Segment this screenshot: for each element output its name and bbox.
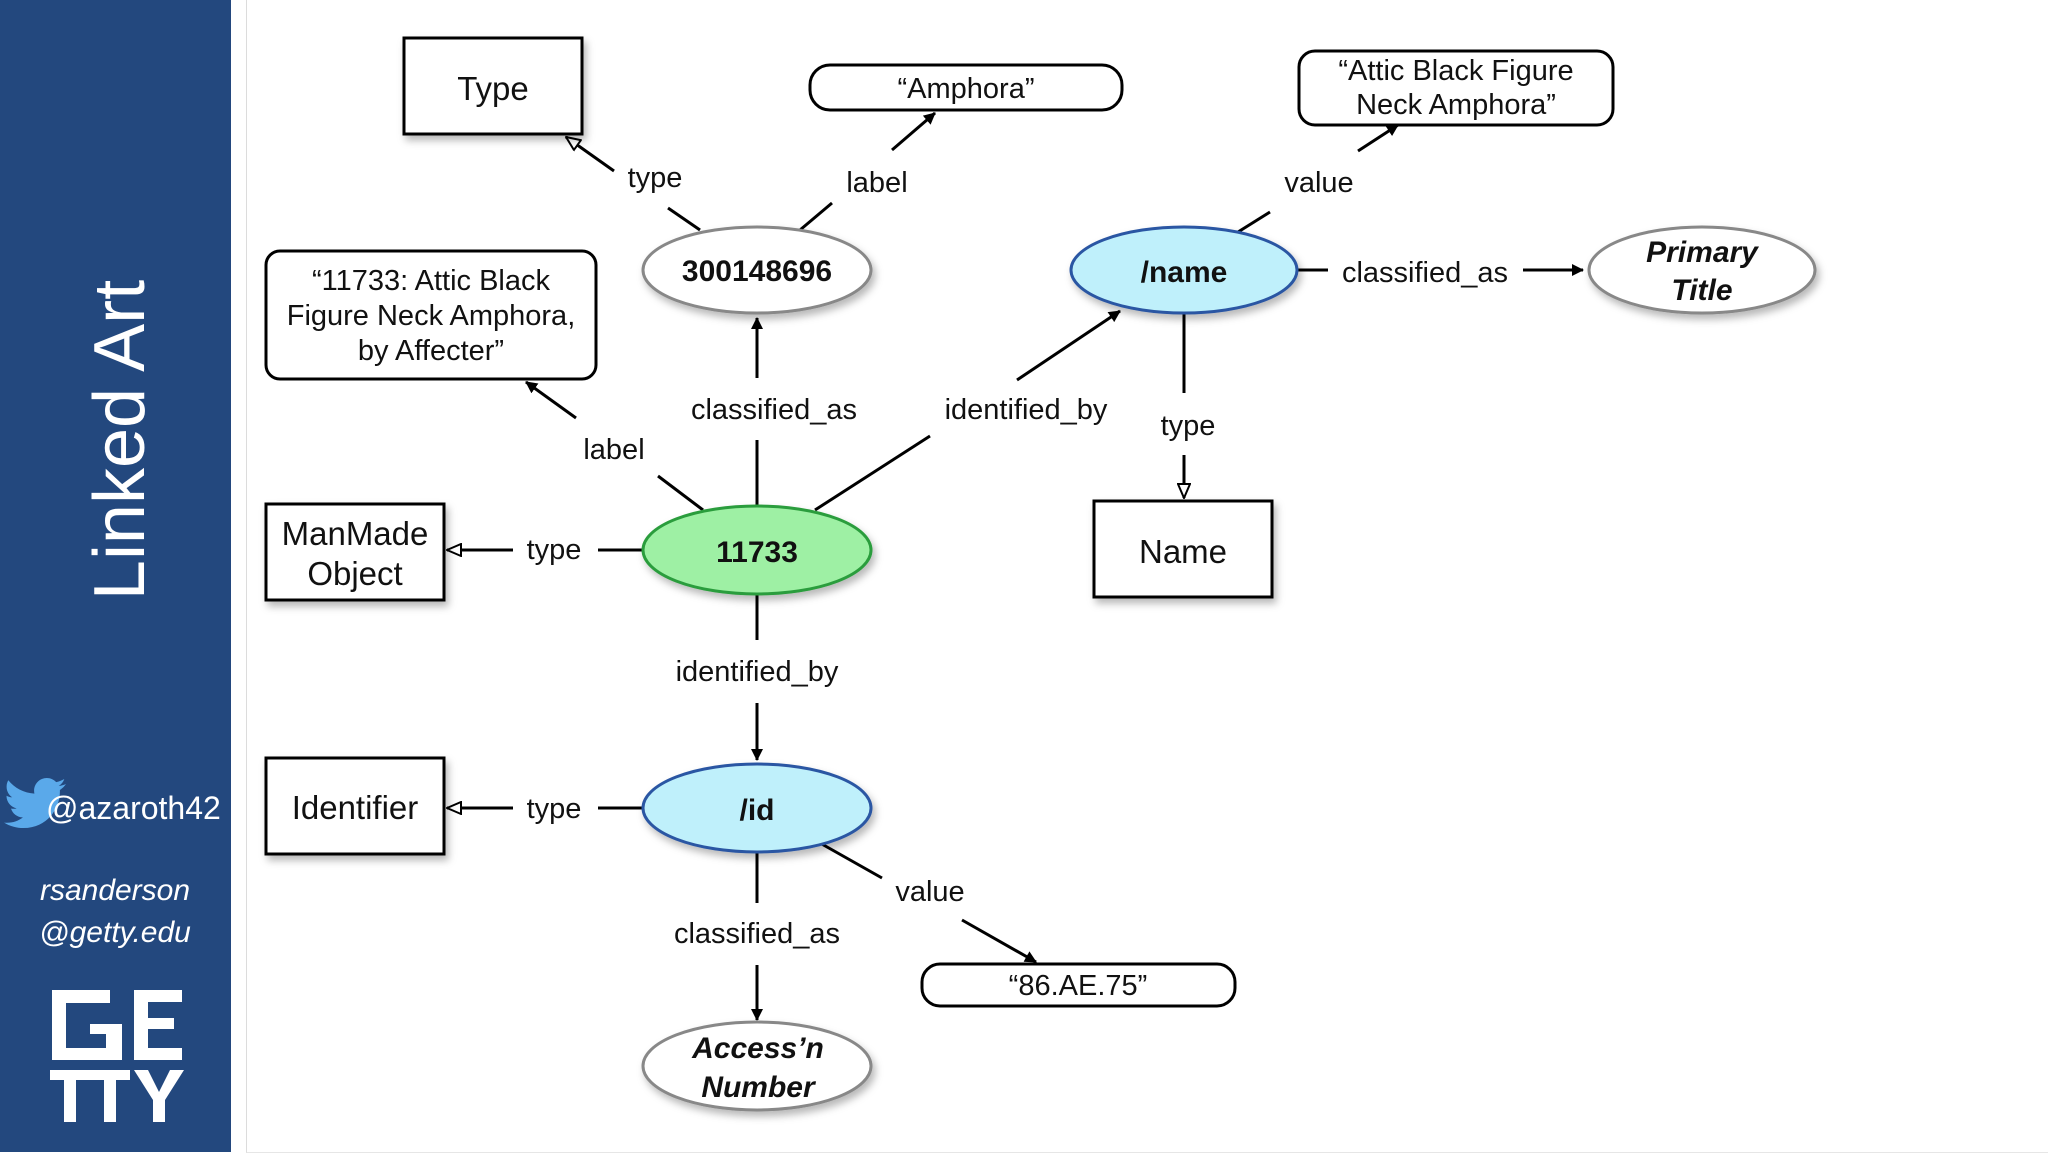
literal-box-accession (920, 962, 1237, 1008)
edge-label-classified-as: classified_as (674, 918, 840, 950)
edge-line (799, 201, 833, 232)
class-box-name (1092, 499, 1274, 599)
node-id (641, 762, 873, 854)
literal-box-title (1297, 49, 1615, 127)
literal-box-label (264, 249, 598, 381)
edge-arrow (891, 111, 936, 152)
class-box-identifier (264, 756, 446, 856)
edge-label-value: value (895, 876, 964, 908)
node-accession-label: Access’n (691, 1032, 824, 1065)
node-accession-label: Number (701, 1071, 817, 1104)
node-id-label: /id (740, 794, 775, 827)
edge-label-value: value (1284, 167, 1353, 199)
node-name (1069, 225, 1299, 315)
class-box-type (402, 36, 584, 136)
literal-label: Figure Neck Amphora, (287, 300, 576, 332)
edge-label-identified-by: identified_by (945, 394, 1108, 426)
node-primary-title-label: Title (1671, 274, 1732, 307)
node-11733 (641, 504, 873, 596)
literal-accession: “86.AE.75” (1009, 970, 1148, 1002)
edge-label-type: type (527, 793, 582, 825)
edge-label-type: type (628, 162, 683, 194)
sidebar: Linked Art @azaroth42 rsanderson @getty.… (0, 0, 231, 1152)
edge-line (1237, 210, 1271, 234)
twitter-bird-icon (4, 778, 67, 828)
edge-line (657, 474, 704, 512)
author-name: rsanderson (39, 874, 191, 907)
edge-line (819, 841, 883, 880)
edge-arrow (566, 137, 615, 173)
edge-label-type: type (527, 534, 582, 566)
class-name-label: Name (1139, 533, 1227, 570)
node-primary-title (1587, 225, 1817, 315)
node-primary-title-label: Primary (1646, 236, 1759, 269)
edge-label-classified-as: classified_as (1342, 257, 1508, 289)
edge-label-label: label (583, 434, 644, 466)
class-box-manmade-object (264, 502, 446, 602)
literal-title: “Attic Black Figure (1338, 55, 1573, 87)
class-type-label: Type (457, 70, 529, 107)
edge-arrow (1016, 309, 1121, 382)
edge-arrow (525, 380, 577, 420)
literal-title: Neck Amphora” (1356, 89, 1556, 121)
edge-label-identified-by: identified_by (676, 656, 839, 688)
edge-label-type: type (1161, 410, 1216, 442)
node-300148696 (641, 225, 873, 315)
literal-box-amphora (808, 63, 1124, 112)
author-email: @getty.edu (39, 916, 191, 949)
edge-line (814, 434, 931, 512)
edge-label-classified-as: classified_as (691, 394, 857, 426)
literal-label: by Affecter” (358, 335, 504, 367)
edge-label-label: label (846, 167, 907, 199)
getty-logo (50, 990, 184, 1122)
class-identifier-label: Identifier (292, 789, 419, 826)
edge-line (667, 206, 701, 232)
class-manmade-label: ManMade (282, 515, 429, 552)
edge-arrow (961, 918, 1037, 964)
node-300148696-label: 300148696 (682, 255, 832, 288)
literal-label: “11733: Attic Black (312, 265, 551, 297)
edge-arrow (1357, 123, 1399, 153)
node-name-label: /name (1141, 256, 1228, 289)
node-accession-number (641, 1020, 873, 1112)
class-manmade-label: Object (307, 555, 402, 592)
twitter-handle: @azaroth42 (46, 790, 221, 826)
node-11733-label: 11733 (716, 536, 798, 569)
literal-amphora: “Amphora” (898, 73, 1035, 105)
